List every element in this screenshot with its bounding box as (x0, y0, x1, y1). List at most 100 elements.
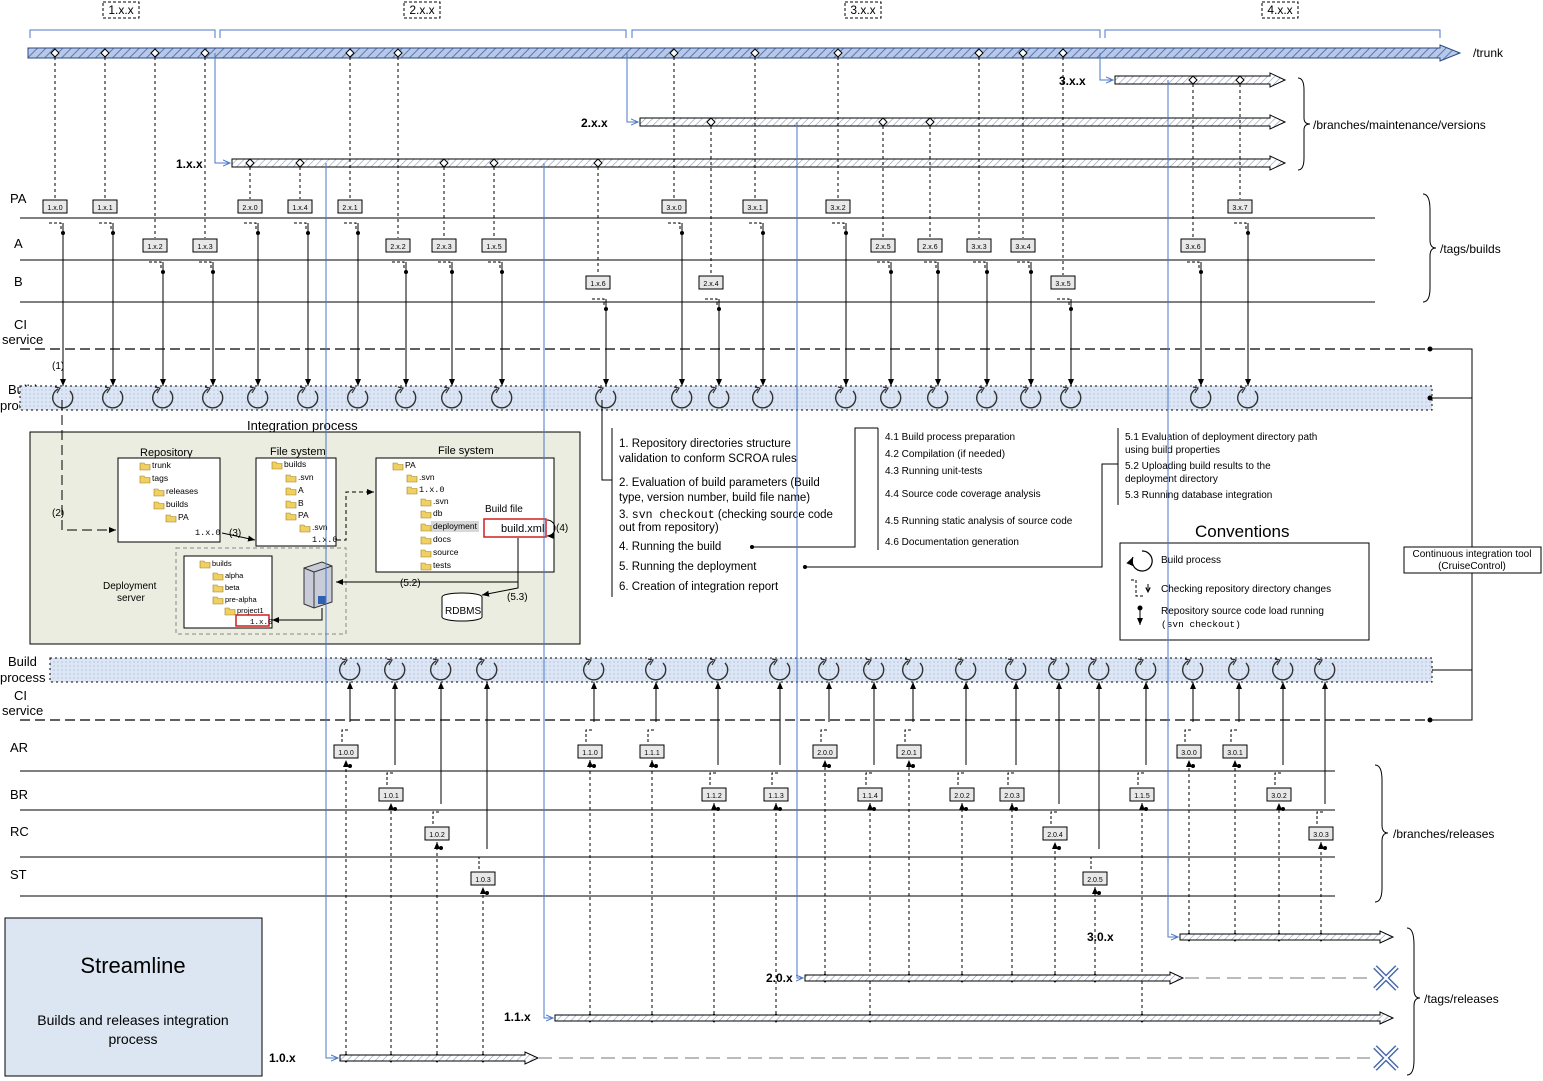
checking-mark (49, 222, 62, 229)
tag-label: 3.x.3 (971, 244, 986, 251)
tag-label: 2.0.2 (954, 793, 970, 800)
build-process-icon (1005, 660, 1027, 681)
checking-mark (1184, 729, 1191, 742)
svg-text:PA: PA (405, 460, 416, 470)
tag-box: 1.x.0 (42, 199, 68, 214)
checking-mark (709, 772, 716, 785)
check-icon (1145, 587, 1151, 594)
svg-text:trunk: trunk (152, 460, 172, 470)
tag-frame (577, 744, 603, 759)
svg-text:builds: builds (284, 459, 306, 469)
build-process-icon (491, 388, 513, 409)
svg-text:tests: tests (433, 560, 451, 570)
checking-mark (771, 772, 778, 785)
svg-text:.svn: .svn (433, 496, 449, 506)
subtitle: Builds and releases integration (37, 1012, 228, 1028)
checking-mark (592, 298, 605, 305)
tag-label: 3.x.1 (747, 205, 762, 212)
build-process-icon (395, 388, 417, 409)
svg-text:project1: project1 (237, 606, 264, 615)
tag-box: 3.x.1 (742, 199, 768, 214)
load-dot (111, 231, 115, 235)
checking-mark (585, 729, 592, 742)
build-process-icon (1088, 660, 1110, 681)
arrow-head (349, 386, 356, 394)
deploy-title: server (117, 593, 145, 604)
tag-label: 2.x.6 (922, 244, 937, 251)
arrow-head (978, 386, 985, 394)
svg-text:6. Creation of integration rep: 6. Creation of integration report (619, 581, 779, 593)
load-dot (61, 231, 65, 235)
checking-mark (973, 261, 986, 268)
trunk-label: /trunk (1473, 46, 1504, 60)
checking-mark (904, 729, 911, 742)
version-label: 4.x.x (1267, 3, 1292, 17)
checking-mark (1274, 772, 1281, 785)
tag-box: 2.0.1 (896, 744, 922, 759)
tag-frame (142, 238, 168, 253)
tag-frame (92, 199, 118, 214)
release-branches: 3.0.x 2.0.x 1.1.x 1.0.x /tags/releases (269, 927, 1499, 1076)
tag-frame (1266, 787, 1292, 802)
build-process-icon (152, 388, 174, 409)
tag-frame (857, 787, 883, 802)
tag-box: 1.1.5 (1129, 787, 1155, 802)
load-dot (1097, 891, 1101, 895)
build-process-icon (1182, 660, 1204, 681)
checking-mark (478, 856, 485, 869)
tag-label: 1.x.5 (486, 244, 501, 251)
row-label: RC (10, 824, 29, 839)
svg-text:4.4 Source code coverage analy: 4.4 Source code coverage analysis (885, 489, 1041, 500)
build-process-icon (339, 660, 361, 681)
tag-box: 1.x.5 (481, 238, 507, 253)
load-dot (348, 764, 352, 768)
integration-panel: Integration process Repository trunk tag… (29, 361, 581, 645)
arrow-head (397, 386, 404, 394)
load-dot (592, 764, 596, 768)
svg-text:RDBMS: RDBMS (445, 606, 481, 617)
folder-icon (420, 498, 432, 507)
tag-frame (812, 744, 838, 759)
fs1-tree: builds .svn A B PA .svn 1.x.0 (284, 459, 338, 545)
build-file-title: Build file (485, 504, 523, 515)
svg-text:4.1 Build process preparation: 4.1 Build process preparation (885, 432, 1015, 443)
checking-mark (488, 261, 501, 268)
tag-frame (378, 787, 404, 802)
arrow-head (771, 658, 778, 666)
build-label: Build (8, 654, 37, 669)
folder-icon (392, 462, 404, 471)
tag-box: 3.0.1 (1222, 744, 1248, 759)
svg-text:(4): (4) (556, 523, 568, 534)
checking-mark (244, 222, 257, 229)
checking-mark (99, 222, 112, 229)
checking-mark (668, 222, 681, 229)
title: Streamline (80, 953, 185, 978)
folder-icon (420, 523, 432, 532)
build-process-icon (1228, 660, 1250, 681)
arrow-head (957, 658, 964, 666)
checking-mark (877, 261, 890, 268)
tag-frame (896, 744, 922, 759)
folder-icon (285, 512, 297, 521)
tag-label: 1.x.0 (47, 205, 62, 212)
row-label: A (14, 236, 23, 251)
folder-icon (420, 562, 432, 571)
svg-text:1. Repository directories stru: 1. Repository directories structure (619, 438, 791, 450)
load-dot (485, 891, 489, 895)
tag-box: 2.x.6 (917, 238, 943, 253)
tag-label: 2.x.5 (875, 244, 890, 251)
upper-row-labels: PA A B CI service Build process /tags/bu… (0, 191, 1501, 413)
ci-label: service (2, 332, 43, 347)
repository-tree: trunk tags releases builds PA 1.x.0 (152, 460, 221, 538)
trunk: /trunk (27, 44, 1504, 62)
load-dot (404, 270, 408, 274)
svg-text:B: B (298, 498, 304, 508)
svg-text:1.x.0: 1.x.0 (195, 528, 221, 538)
build-process-icon (52, 388, 74, 409)
folder-icon (271, 461, 283, 470)
tag-frame (1227, 199, 1253, 214)
lower-row-labels: Build process CI service AR BR RC ST /br… (0, 654, 1494, 903)
load-dot (1069, 307, 1073, 311)
tag-box: 1.x.2 (142, 238, 168, 253)
